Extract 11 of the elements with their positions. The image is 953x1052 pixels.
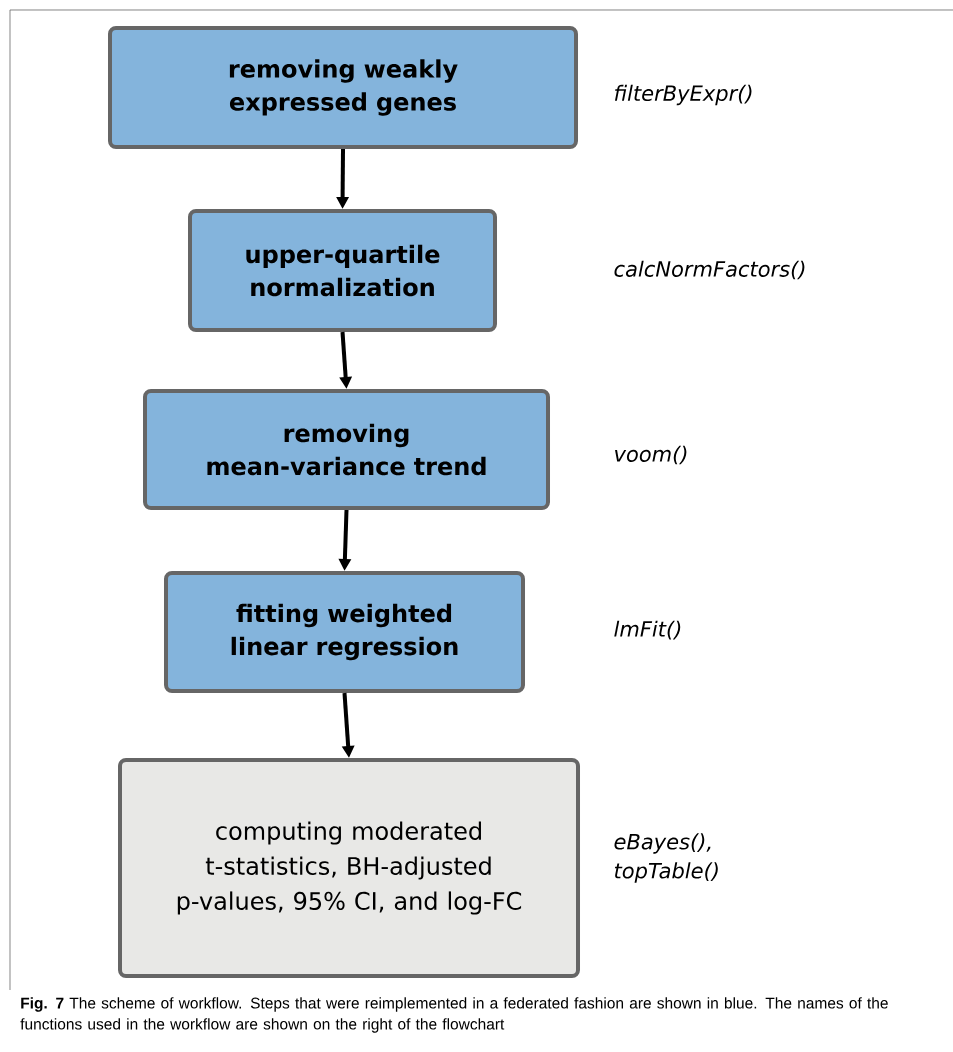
caption: Fig. 7 The scheme of workflow. Steps that were reimplemented in a federated fashion are shown in blue. The names of the functions used in the workflow are shown on the right of the flowchart — [20, 997, 888, 1033]
process-box: computing moderated t-statistics, BH-adjusted p-values, 95% CI, and log-FC — [118, 758, 580, 978]
function-name: voom() — [615, 445, 687, 465]
function-name: eBayes(), topTable() — [614, 833, 718, 883]
function-name: calcNormFactors() — [614, 260, 805, 280]
process-box: upper-quartile normalization — [188, 209, 497, 332]
process-box: removing mean-variance trend — [143, 389, 550, 510]
function-name: lmFit() — [614, 620, 681, 640]
function-name: filterByExpr() — [614, 84, 752, 106]
process-box: removing weakly expressed genes — [108, 26, 578, 149]
process-box: fitting weighted linear regression — [164, 571, 525, 693]
